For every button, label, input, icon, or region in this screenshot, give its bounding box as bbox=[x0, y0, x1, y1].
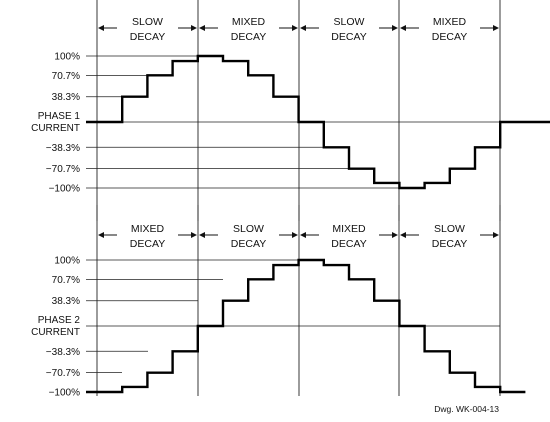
drawing-number: Dwg. WK-004-13 bbox=[434, 404, 499, 414]
level-label: −100% bbox=[49, 388, 81, 399]
current-step-waveform bbox=[86, 54, 550, 190]
decay-zone-label: DECAY bbox=[432, 238, 467, 250]
phase-axis-label: CURRENT bbox=[31, 327, 80, 338]
decay-zone-label: MIXED bbox=[332, 223, 366, 235]
decay-zone-label: DECAY bbox=[331, 31, 366, 43]
arrowhead-icon bbox=[493, 232, 499, 238]
arrowhead-icon bbox=[98, 25, 104, 31]
decay-zone-label: SLOW bbox=[334, 16, 365, 28]
arrowhead-icon bbox=[400, 232, 406, 238]
level-label: −70.7% bbox=[46, 368, 80, 379]
arrowhead-icon bbox=[292, 232, 298, 238]
phase-2-panel: MIXED DECAY SLOW DECAY MIXED DECAY SLOW DECAY 10… bbox=[31, 205, 526, 399]
level-label: 38.3% bbox=[52, 92, 80, 103]
phase-axis-label: PHASE 1 bbox=[38, 111, 81, 122]
arrowhead-icon bbox=[199, 232, 205, 238]
level-label: 100% bbox=[54, 256, 80, 267]
decay-zone-label: DECAY bbox=[231, 31, 266, 43]
decay-zone-label: DECAY bbox=[331, 238, 366, 250]
arrowhead-icon bbox=[292, 25, 298, 31]
decay-zone-label: MIXED bbox=[232, 16, 266, 28]
decay-zone-label: SLOW bbox=[233, 223, 264, 235]
arrowhead-icon bbox=[191, 232, 197, 238]
decay-zone-label: DECAY bbox=[231, 238, 266, 250]
decay-zone-label: SLOW bbox=[434, 223, 465, 235]
phase-axis-label: PHASE 2 bbox=[38, 315, 81, 326]
arrowhead-icon bbox=[300, 232, 306, 238]
level-label: 100% bbox=[54, 52, 80, 63]
decay-zone-label: MIXED bbox=[131, 223, 165, 235]
level-label: −100% bbox=[49, 184, 81, 195]
level-label: 38.3% bbox=[52, 296, 80, 307]
decay-zone-label: DECAY bbox=[130, 238, 165, 250]
phase-1-panel: SLOW DECAY MIXED DECAY SLOW DECAY MIXED DECAY 10… bbox=[31, 0, 550, 221]
level-label: 70.7% bbox=[52, 275, 80, 286]
arrowhead-icon bbox=[300, 25, 306, 31]
current-step-waveform bbox=[86, 258, 526, 394]
arrowhead-icon bbox=[199, 25, 205, 31]
decay-zone-label: MIXED bbox=[433, 16, 467, 28]
decay-zone-label: DECAY bbox=[130, 31, 165, 43]
arrowhead-icon bbox=[400, 25, 406, 31]
arrowhead-icon bbox=[392, 25, 398, 31]
arrowhead-icon bbox=[392, 232, 398, 238]
decay-zone-label: DECAY bbox=[432, 31, 467, 43]
arrowhead-icon bbox=[191, 25, 197, 31]
decay-zone-label: SLOW bbox=[132, 16, 163, 28]
arrowhead-icon bbox=[493, 25, 499, 31]
level-label: −38.3% bbox=[46, 143, 80, 154]
arrowhead-icon bbox=[98, 232, 104, 238]
level-label: 70.7% bbox=[52, 71, 80, 82]
level-label: −70.7% bbox=[46, 164, 80, 175]
level-label: −38.3% bbox=[46, 347, 80, 358]
phase-axis-label: CURRENT bbox=[31, 123, 80, 134]
